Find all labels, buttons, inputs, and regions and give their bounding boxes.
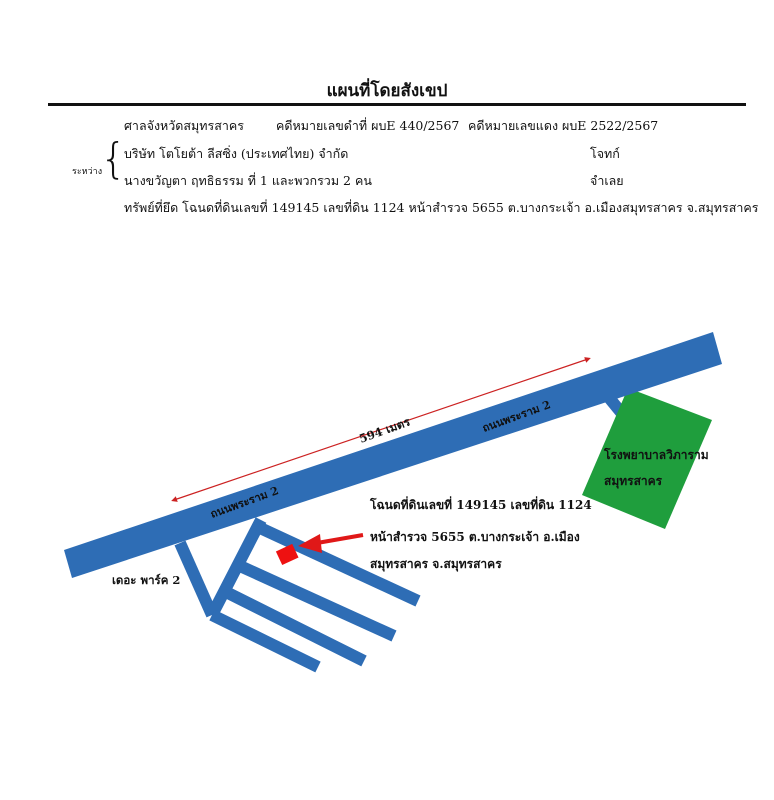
title-underline	[48, 103, 746, 106]
subdivision-label: เดอะ พาร์ค 2	[112, 573, 180, 587]
plot-label-line3: สมุทรสาคร จ.สมุทรสาคร	[370, 557, 502, 572]
defendant-name: นางขวัญตา ฤทธิธรรม ที่ 1 และพวกรวม 2 คน	[124, 173, 372, 188]
hospital-label-line2: สมุทรสาคร	[604, 474, 663, 489]
plot-pointer-arrow-head	[298, 534, 322, 553]
distance-line	[171, 357, 591, 502]
plaintiff-name: บริษัท โตโยต้า ลีสซิ่ง (ประเทศไทย) จำกัด	[124, 146, 349, 161]
map-title: แผนที่โดยสังเขป	[326, 81, 448, 101]
hospital-block	[582, 388, 712, 529]
court-name: ศาลจังหวัดสมุทรสาคร	[124, 118, 244, 133]
brace-symbol: {	[100, 134, 127, 183]
red-case-number: คดีหมายเลขแดง ผบE 2522/2567	[468, 118, 659, 133]
seized-plot-marker	[275, 543, 299, 566]
between-label: ระหว่าง	[72, 167, 103, 177]
plaintiff-role: โจทก์	[590, 146, 620, 161]
defendant-role: จำเลย	[590, 173, 624, 188]
hospital-label-line1: โรงพยาบาลวิภาราม	[603, 447, 709, 462]
seized-property: ทรัพย์ที่ยึด โฉนดที่ดินเลขที่ 149145 เลข…	[124, 200, 759, 215]
plot-label-line1: โฉนดที่ดินเลขที่ 149145 เลขที่ดิน 1124	[369, 496, 592, 512]
plot-label-line2: หน้าสำรวจ 5655 ต.บางกระเจ้า อ.เมือง	[370, 530, 580, 544]
main-road-rama-2	[64, 332, 722, 578]
plot-pointer-arrow	[316, 533, 364, 545]
black-case-number: คดีหมายเลขดำที่ ผบE 440/2567	[276, 118, 460, 133]
subdivision-roads	[174, 517, 421, 673]
